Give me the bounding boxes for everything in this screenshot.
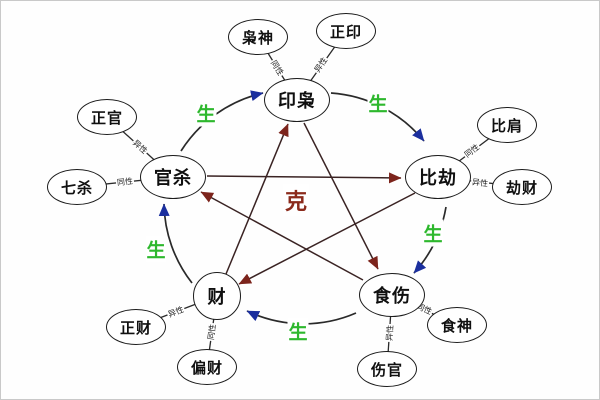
node-shangguan: 伤官 (357, 351, 417, 387)
overcoming-star-lines (200, 122, 416, 285)
node-shishen: 食神 (427, 307, 487, 343)
sheng-label-yinxiao-to-bijie: 生 (367, 89, 389, 117)
node-zhengcai: 正财 (106, 309, 166, 345)
node-jiecai: 劫财 (492, 169, 552, 205)
node-zhengyin: 正印 (316, 13, 376, 49)
node-guansha: 官杀 (140, 155, 206, 199)
connector-label-qisha: 同性 (115, 176, 135, 188)
node-bijie: 比劫 (405, 155, 471, 199)
node-shishang: 食伤 (359, 273, 425, 317)
sheng-label-bijie-to-shishang: 生 (422, 219, 444, 247)
node-yinxiao: 印枭 (264, 78, 330, 122)
node-bijian: 比肩 (477, 107, 537, 143)
sheng-label-shishang-to-cai: 生 (287, 317, 309, 345)
ke-center-label: 克 (282, 184, 310, 216)
sheng-label-guansha-to-yinxiao: 生 (195, 99, 217, 127)
node-xiaoshen: 枭神 (228, 19, 288, 55)
node-zhengguan: 正官 (77, 99, 137, 135)
connector-label-shangguan: 异性 (384, 323, 396, 343)
node-cai: 财 (193, 272, 241, 320)
node-piancai: 偏财 (177, 349, 237, 385)
node-qisha: 七杀 (47, 169, 107, 205)
sheng-label-cai-to-guansha: 生 (145, 235, 167, 263)
